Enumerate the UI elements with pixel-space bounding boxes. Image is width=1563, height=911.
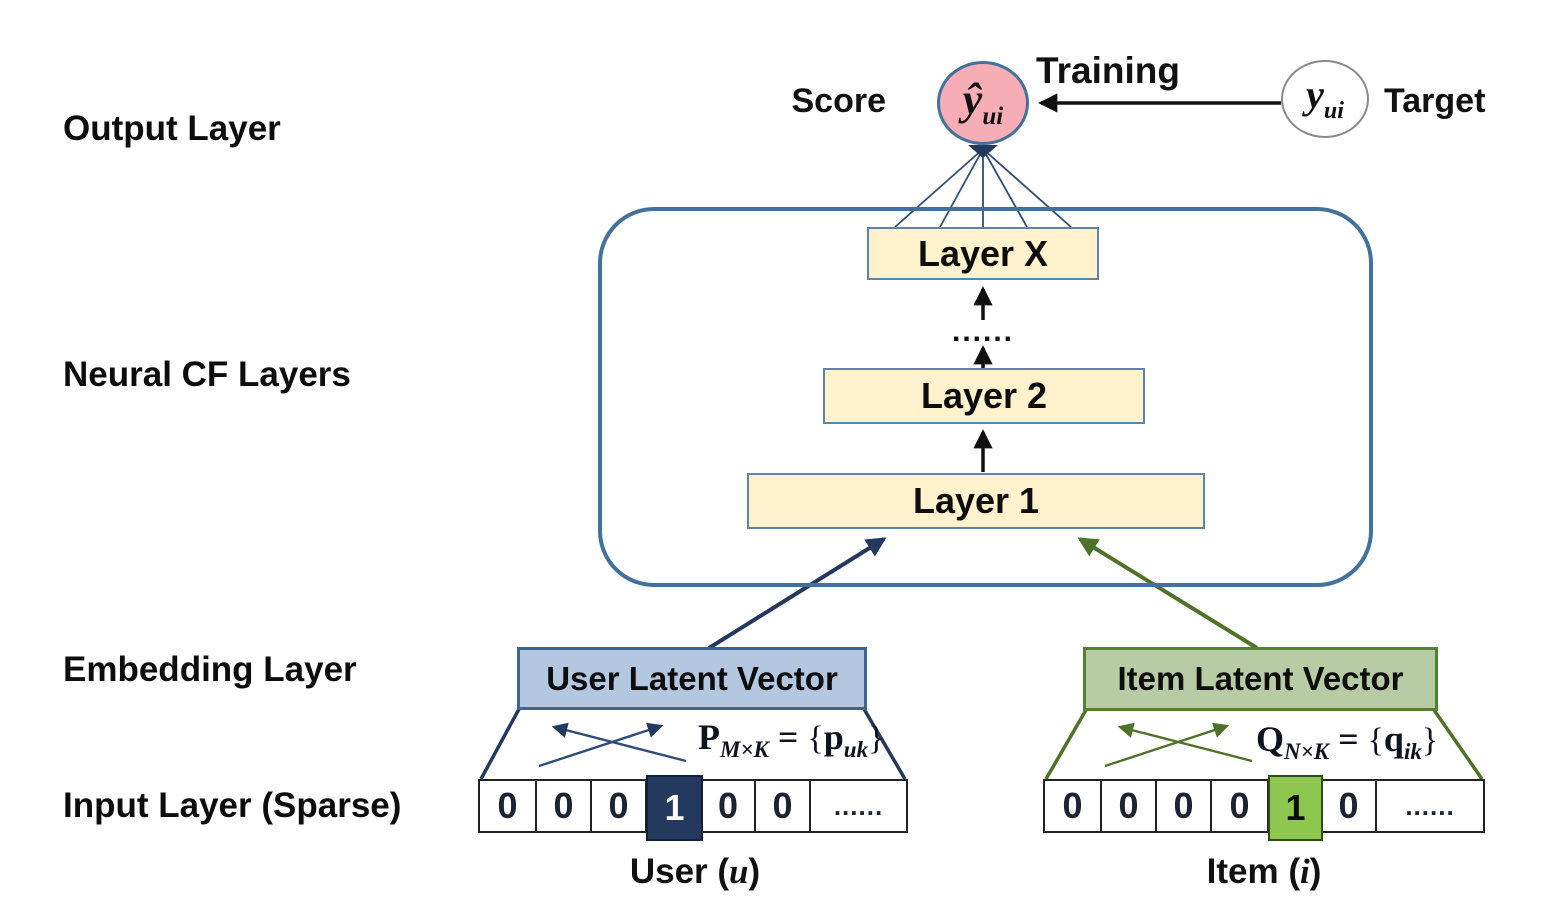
layer-2-box: Layer 2 [823, 368, 1145, 424]
item-lookup-cross-arrows [1104, 722, 1253, 768]
item-input-cell: 0 [1102, 781, 1157, 831]
item-input-hot-cell: 1 [1268, 775, 1323, 841]
user-input-cell: 0 [537, 781, 592, 831]
user-input-cell: 0 [702, 781, 756, 831]
target-node: yui [1281, 60, 1369, 138]
item-input-cell: 0 [1212, 781, 1269, 831]
user-input-vector: 0 0 0 1 0 0 ...... [478, 775, 908, 841]
label-input-layer: Input Layer (Sparse) [63, 786, 402, 825]
score-node: ŷui [937, 61, 1029, 145]
user-caption: User (u) [629, 852, 761, 891]
target-symbol: yui [1306, 72, 1344, 124]
user-input-ellipsis-cell: ...... [811, 781, 906, 831]
user-input-cell: 0 [480, 781, 537, 831]
neural-cf-container [598, 207, 1373, 587]
target-label: Target [1384, 82, 1486, 120]
item-latent-vector-box: Item Latent Vector [1083, 647, 1438, 711]
user-input-hot-cell: 1 [646, 775, 703, 841]
user-input-cell: 0 [592, 781, 647, 831]
item-input-cell: 0 [1045, 781, 1102, 831]
score-symbol: ŷui [962, 74, 1004, 130]
training-label: Training [1036, 50, 1180, 91]
fanout-node [968, 145, 998, 158]
item-input-vector: 0 0 0 0 1 0 ...... [1043, 775, 1485, 841]
item-embedding-formula: QN×K = {qik} [1256, 719, 1439, 764]
label-output-layer: Output Layer [63, 109, 281, 148]
user-input-cell: 0 [756, 781, 811, 831]
user-latent-vector-box: User Latent Vector [517, 647, 867, 710]
score-label: Score [791, 82, 887, 120]
hidden-layers-dots: ...... [951, 315, 1014, 348]
item-input-cell: 0 [1157, 781, 1212, 831]
user-lookup-cross-arrows [538, 722, 687, 768]
item-caption: Item (i) [1206, 852, 1322, 891]
item-input-cell: 0 [1322, 781, 1377, 831]
label-neural-cf-layers: Neural CF Layers [63, 355, 351, 394]
label-embedding-layer: Embedding Layer [63, 650, 357, 689]
item-input-ellipsis-cell: ...... [1377, 781, 1483, 831]
layer-1-box: Layer 1 [747, 473, 1205, 529]
user-embedding-formula: PM×K = {puk} [698, 717, 885, 762]
layer-x-box: Layer X [867, 227, 1099, 280]
